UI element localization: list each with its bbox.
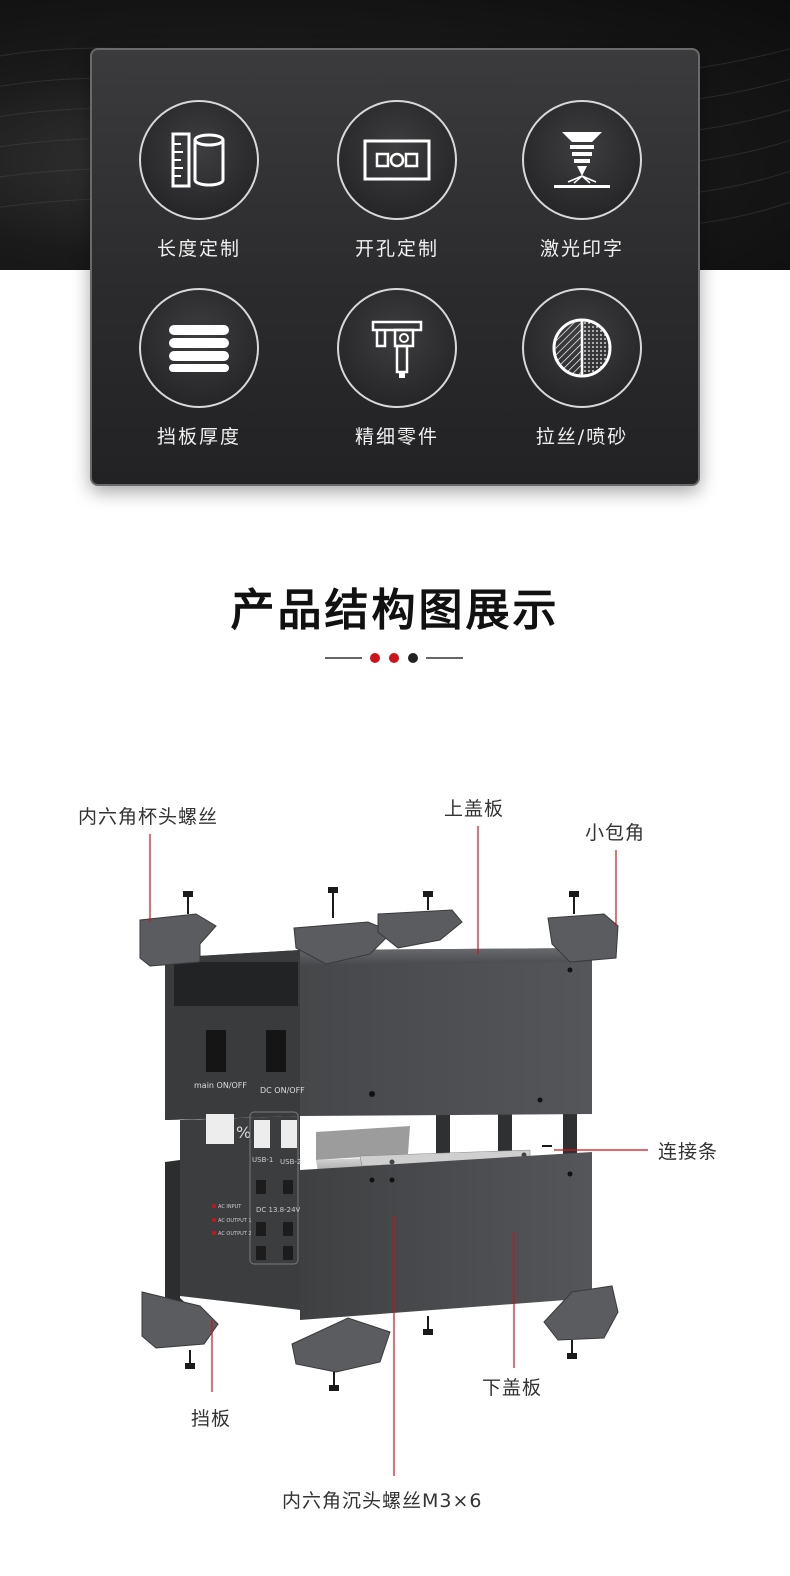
feature-hole-custom: 开孔定制 <box>317 100 477 261</box>
callout-lines <box>149 826 648 1476</box>
ac-input-label: AC INPUT <box>218 1204 242 1210</box>
feature-panel: 长度定制 开孔定制 <box>90 48 700 486</box>
callout-top-cover: 上盖板 <box>444 798 505 820</box>
accent-dot <box>370 653 380 663</box>
callout-connector-strip: 连接条 <box>658 1141 719 1163</box>
feature-laser-print: 激光印字 <box>502 100 662 261</box>
feature-length-custom: 长度定制 <box>119 100 279 261</box>
usb2-cutout <box>281 1120 297 1148</box>
display-cutout <box>206 1114 234 1144</box>
feature-fine-parts: 精细零件 <box>317 288 477 449</box>
top-cover: main ON/OFF DC ON/OFF <box>165 948 592 1120</box>
screws <box>183 887 579 1391</box>
feature-icon-circle <box>337 288 457 408</box>
enclosure-exploded-diagram: main ON/OFF DC ON/OFF % USB-1 USB-2 DC 1… <box>139 826 648 1476</box>
feature-label: 激光印字 <box>539 238 624 260</box>
feature-icon-circle <box>522 100 642 220</box>
callout-bottom-cover: 下盖板 <box>482 1377 543 1399</box>
dc-switch-cutout <box>266 1030 286 1072</box>
brushed-sandblast-icon <box>552 318 612 378</box>
callout-corner: 小包角 <box>585 822 646 844</box>
feature-brushed-sandblast: 拉丝/喷砂 <box>502 288 662 449</box>
stacked-plates-icon <box>169 325 229 372</box>
front-panel: % USB-1 USB-2 DC 13.8-24V AC INPUT AC OU… <box>180 1111 301 1310</box>
laser-engraver-icon <box>554 132 610 188</box>
corner-pieces <box>139 909 619 1373</box>
cutout-panel-icon <box>363 139 431 181</box>
feature-icon-circle <box>139 100 259 220</box>
percent-label: % <box>236 1123 251 1142</box>
usb1-cutout <box>254 1120 270 1148</box>
accent-dot <box>389 653 399 663</box>
usb2-label: USB-2 <box>280 1158 301 1166</box>
callout-countersunk-screw: 内六角沉头螺丝M3×6 <box>282 1490 483 1512</box>
feature-baffle-thickness: 挡板厚度 <box>119 288 279 449</box>
caliper-icon <box>371 320 423 378</box>
feature-icon-circle <box>139 288 259 408</box>
main-switch-label: main ON/OFF <box>194 1081 247 1090</box>
usb1-label: USB-1 <box>252 1156 273 1164</box>
feature-label: 精细零件 <box>354 426 439 448</box>
feature-icon-circle <box>337 100 457 220</box>
feature-label: 长度定制 <box>156 238 241 260</box>
feature-label: 开孔定制 <box>354 238 439 260</box>
dc-range-label: DC 13.8-24V <box>256 1206 301 1214</box>
accent-dot <box>408 653 418 663</box>
main-switch-cutout <box>206 1030 226 1072</box>
bottom-cover <box>165 1152 592 1320</box>
ruler-cylinder-icon <box>171 132 225 188</box>
ac-output2-label: AC OUTPUT 2 <box>218 1231 252 1237</box>
dc-switch-label: DC ON/OFF <box>260 1086 305 1095</box>
feature-icon-circle <box>522 288 642 408</box>
feature-label: 拉丝/喷砂 <box>535 426 629 448</box>
ac-output1-label: AC OUTPUT 1 <box>218 1218 252 1224</box>
callout-baffle: 挡板 <box>191 1408 232 1430</box>
feature-label: 挡板厚度 <box>156 426 241 448</box>
title-divider <box>325 653 463 663</box>
section-title: 产品结构图展示 <box>230 585 560 636</box>
callout-hex-cup-screw: 内六角杯头螺丝 <box>78 806 219 828</box>
